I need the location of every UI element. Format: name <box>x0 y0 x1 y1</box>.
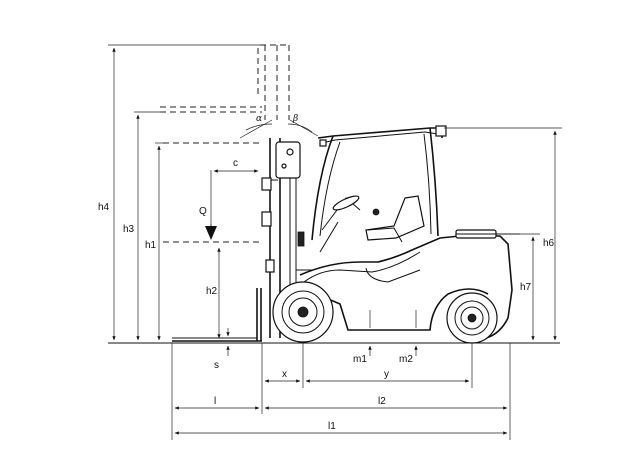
steering-wheel <box>319 195 361 253</box>
label-h6: h6 <box>543 238 555 249</box>
label-h4: h4 <box>98 202 110 213</box>
label-Q: Q <box>199 206 207 217</box>
dimension-y: y <box>305 343 473 388</box>
label-x: x <box>282 369 287 380</box>
dimension-h3: h3 <box>123 111 160 341</box>
label-l: l <box>214 396 216 407</box>
load-box-outline <box>163 142 259 243</box>
label-h7: h7 <box>520 282 532 293</box>
dimension-l2: l2 <box>264 343 511 440</box>
front-wheel <box>272 281 334 343</box>
raised-load-outline <box>160 106 262 113</box>
dimension-h6: h6 <box>444 127 562 341</box>
label-y: y <box>384 369 389 380</box>
label-h3: h3 <box>123 224 135 235</box>
dimension-h2: h2 <box>206 247 221 339</box>
dimension-m1: m1 <box>353 310 372 365</box>
label-h2: h2 <box>206 286 218 297</box>
label-c: c <box>233 158 238 169</box>
label-alpha: α <box>256 114 262 124</box>
dimension-m2: m2 <box>399 310 418 365</box>
mast-assembly <box>261 138 312 338</box>
label-m1: m1 <box>353 354 367 365</box>
dimension-s: s <box>214 328 230 371</box>
dimension-h4: h4 <box>98 44 262 341</box>
dimension-l: l <box>171 343 263 440</box>
label-l2: l2 <box>378 396 386 407</box>
label-l1: l1 <box>328 421 336 432</box>
label-m2: m2 <box>399 354 413 365</box>
label-s: s <box>214 360 219 371</box>
operator-seat <box>365 195 425 243</box>
label-h1: h1 <box>145 240 157 251</box>
label-beta: β <box>292 114 298 124</box>
fork <box>172 288 262 342</box>
dimension-h1: h1 <box>145 142 165 341</box>
rear-wheel <box>446 292 498 344</box>
dimension-h7: h7 <box>498 233 540 341</box>
dimension-x: x <box>261 343 304 388</box>
load-arrow-Q: Q <box>199 206 217 240</box>
dimension-c: c <box>210 158 259 236</box>
tilt-angles: α β <box>239 114 319 139</box>
overhead-guard <box>311 125 447 241</box>
extended-mast-outline <box>257 44 290 120</box>
dimension-l1: l1 <box>174 421 508 435</box>
